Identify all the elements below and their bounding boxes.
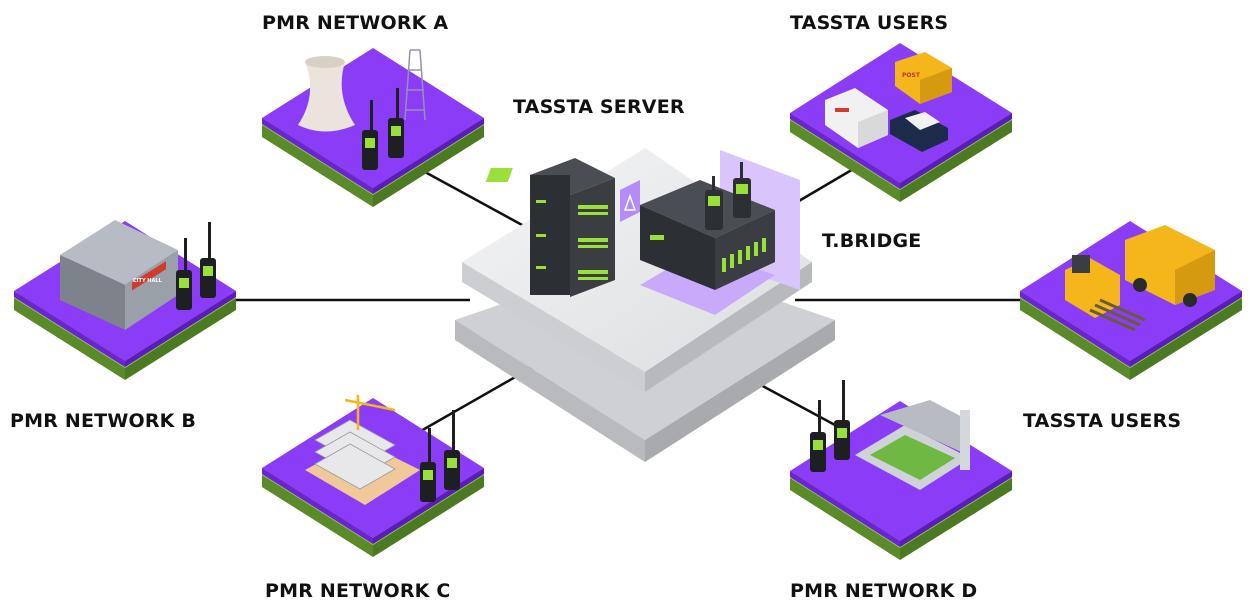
police-car-icon: [890, 110, 948, 152]
tbridge-device: [640, 150, 800, 315]
svg-text:POST: POST: [902, 72, 921, 79]
svg-text:CITY HALL: CITY HALL: [133, 278, 163, 284]
connectors: [236, 166, 1020, 442]
tile-tassta-users-top: POST: [790, 43, 1012, 202]
tbridge-radio-2: [733, 162, 751, 218]
label-pmr-network-a: PMR NETWORK A: [262, 12, 449, 34]
construction-site-icon: [305, 395, 420, 505]
radio-icon-a2: [388, 88, 404, 158]
stadium-icon: [855, 400, 970, 490]
tile-pmr-network-b: CITY HALL: [14, 220, 236, 380]
radio-icon-c2: [444, 410, 460, 490]
tassta-server-icon: [485, 158, 615, 297]
label-pmr-network-c: PMR NETWORK C: [265, 580, 451, 602]
label-tassta-users-right: TASSTA USERS: [1023, 410, 1182, 432]
radio-icon-a1: [362, 100, 378, 170]
label-tassta-users-top: TASSTA USERS: [790, 12, 949, 34]
tbridge-radio-1: [705, 176, 723, 230]
tile-pmr-network-a: [262, 48, 484, 207]
radio-icon-c1: [420, 428, 436, 502]
label-pmr-network-d: PMR NETWORK D: [790, 580, 978, 602]
cooling-tower-icon: [298, 56, 355, 132]
tile-pmr-network-c: [262, 395, 484, 557]
bulldozer-icon: [1065, 255, 1146, 332]
label-tassta-server: TASSTA SERVER: [513, 96, 685, 118]
tassta-logo-badge: [620, 180, 640, 222]
label-pmr-network-b: PMR NETWORK B: [10, 410, 197, 432]
ambulance-icon: [825, 88, 888, 148]
label-tbridge: T.BRIDGE: [822, 230, 922, 252]
dump-truck-icon: [1125, 225, 1215, 307]
radio-icon-d1: [810, 400, 826, 472]
link-pmr-a: [424, 170, 536, 234]
post-van-icon: POST: [895, 52, 952, 104]
radio-icon-b2: [200, 222, 216, 298]
radio-icon-d2: [834, 380, 850, 460]
city-hall-building-icon: CITY HALL: [60, 220, 178, 330]
power-pylon-icon: [404, 49, 426, 121]
tile-tassta-users-right: [1020, 221, 1242, 380]
tile-pmr-network-d: [790, 380, 1012, 560]
radio-icon-b1: [176, 238, 192, 310]
